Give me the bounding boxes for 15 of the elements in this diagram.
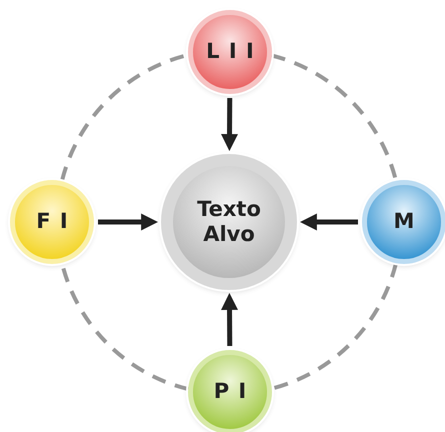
node-label: P I (212, 379, 248, 405)
circle-node (362, 180, 445, 264)
dashed-connector (271, 53, 398, 181)
arrow (98, 214, 158, 230)
circle-node (10, 180, 94, 264)
dashed-connector (271, 263, 398, 391)
circle-node (188, 10, 272, 94)
arrow (300, 214, 358, 230)
node-label: F I (35, 209, 69, 235)
arrow (221, 98, 238, 152)
node-label: M (392, 209, 416, 235)
node-label: Texto Alvo (196, 196, 262, 248)
circle-node (188, 350, 272, 432)
arrow (221, 292, 238, 346)
node-label: L I I (205, 39, 255, 65)
